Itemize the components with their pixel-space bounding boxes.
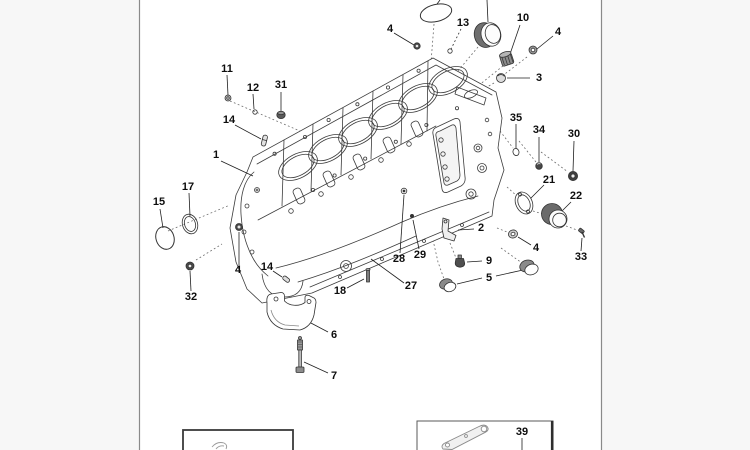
inset-right-box <box>416 420 554 450</box>
part-grommet-4-top <box>413 42 421 50</box>
gasket-39 <box>441 424 489 450</box>
block-silhouette <box>229 57 505 304</box>
part-seal-15 <box>155 226 175 250</box>
part-bearing-cap-6 <box>266 292 317 331</box>
part-ring-plug-4-top-right <box>528 45 538 55</box>
part-cup-plug-5-right <box>519 259 539 276</box>
oil-cooler-cavity <box>432 118 466 193</box>
water-jacket-windows <box>288 120 424 214</box>
leader-lines <box>159 0 583 374</box>
deck-bolt-holes <box>272 68 459 192</box>
part-ring-32 <box>185 261 195 271</box>
part-dot-29 <box>409 213 414 218</box>
part-stud-7 <box>295 336 305 373</box>
part-dowel-14-upper <box>260 134 268 147</box>
part-ring-4-mid-right <box>508 229 518 239</box>
part-plug-28 <box>400 187 408 195</box>
inset-left-box <box>182 429 294 450</box>
part-threaded-plug-10 <box>498 50 515 67</box>
part-grommet-4-left <box>235 223 243 231</box>
part-plug-11 <box>224 94 232 102</box>
part-ring-35 <box>512 148 520 156</box>
engine-block <box>229 57 505 304</box>
part-cup-3 <box>496 73 506 83</box>
part-sensor-9 <box>454 254 466 268</box>
part-o-ring-top <box>419 3 453 23</box>
part-bolt-33 <box>578 227 586 238</box>
part-ring-nut-30 <box>568 170 579 181</box>
part-plug-13 <box>447 48 453 54</box>
part-cover-plate-21 <box>514 191 534 215</box>
part-bracket-2 <box>441 217 457 242</box>
part-stud-18 <box>365 268 371 283</box>
part-ring-12 <box>252 109 258 115</box>
part-plug-31 <box>276 111 286 120</box>
part-ring-17 <box>181 213 199 235</box>
part-cup-plug-large-top <box>473 22 502 48</box>
assembly-dotted-lines <box>167 23 578 280</box>
cylinder-bores <box>278 66 468 181</box>
part-dowel-14-lower <box>282 275 291 283</box>
part-cup-plug-5-left <box>439 278 457 293</box>
rear-face-bosses <box>454 86 493 200</box>
part-cup-plug-22 <box>541 203 568 229</box>
loose-parts <box>155 3 586 373</box>
part-nut-34 <box>535 162 543 170</box>
